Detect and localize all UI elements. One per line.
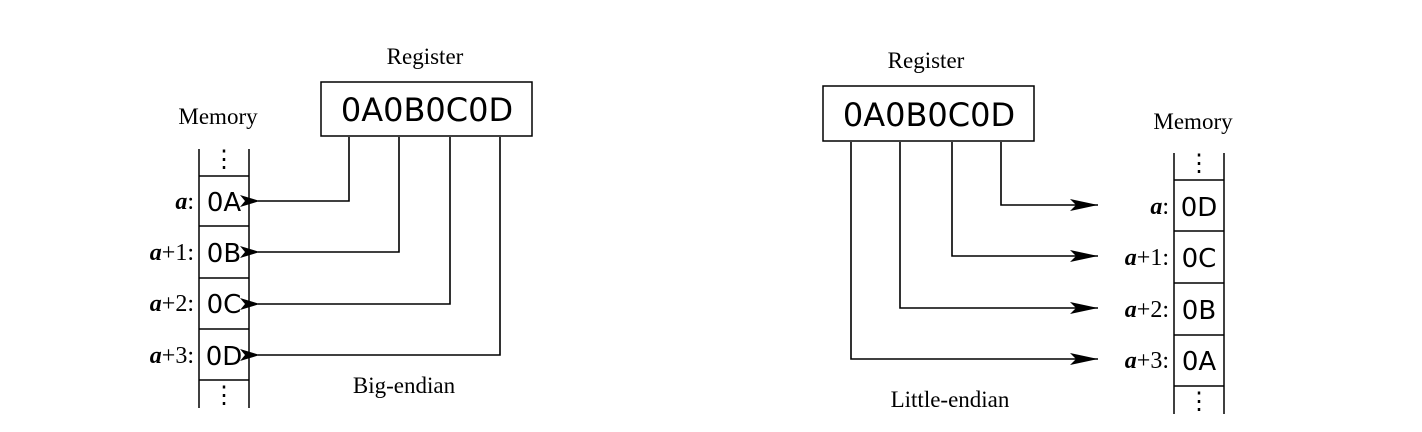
little-ellipsis-bottom: ⋮	[1187, 389, 1211, 415]
big-ellipsis-bottom: ⋮	[212, 383, 236, 409]
little-ellipsis-top: ⋮	[1187, 151, 1211, 177]
big-register-label: Register	[387, 44, 464, 69]
big-endian-panel: Register 0A0B0C0D Memory ⋮ ⋮ 0A 0B 0C 0D…	[150, 44, 533, 409]
little-arrow-byte-3	[951, 142, 1098, 262]
big-address-label: a+2:	[150, 291, 194, 317]
big-ellipsis-top: ⋮	[212, 147, 236, 173]
big-cell-value: 0D	[206, 342, 243, 372]
big-cell-value: 0C	[207, 290, 242, 320]
little-cell-value: 0A	[1182, 347, 1217, 377]
big-register-box	[320, 81, 533, 137]
little-address-label: a+1:	[1125, 245, 1169, 271]
big-endian-caption: Big-endian	[353, 373, 456, 398]
little-register-label: Register	[888, 48, 965, 73]
little-endian-caption: Little-endian	[891, 387, 1010, 412]
big-address-label: a:	[175, 189, 194, 215]
little-memory-column	[1173, 153, 1225, 414]
little-arrow-byte-4	[1000, 142, 1098, 211]
big-arrow-byte-4	[240, 137, 501, 361]
little-arrow-byte-2	[899, 142, 1098, 314]
little-address-label: a:	[1150, 194, 1169, 220]
big-address-label: a+3:	[150, 343, 194, 369]
big-cell-value: 0A	[207, 188, 242, 218]
big-arrow-byte-1	[240, 137, 350, 207]
big-arrow-byte-2	[240, 137, 400, 258]
little-register-value: 0A0B0C0D	[843, 96, 1015, 134]
little-cell-value: 0D	[1181, 193, 1218, 223]
little-arrow-byte-1	[850, 142, 1098, 365]
big-cell-value: 0B	[207, 239, 241, 269]
little-address-label: a+2:	[1125, 297, 1169, 323]
little-address-label: a+3:	[1125, 348, 1169, 374]
little-cell-value: 0B	[1182, 296, 1216, 326]
little-register-box	[822, 85, 1035, 142]
big-memory-label: Memory	[178, 104, 258, 129]
big-arrow-byte-3	[240, 137, 451, 310]
little-memory-label: Memory	[1153, 109, 1233, 134]
little-cell-value: 0C	[1182, 244, 1217, 274]
big-address-label: a+1:	[150, 240, 194, 266]
big-register-value: 0A0B0C0D	[341, 91, 513, 129]
big-memory-column	[198, 149, 250, 408]
little-endian-panel: Register 0A0B0C0D Memory ⋮ ⋮ 0D 0C 0B 0A…	[822, 48, 1233, 415]
